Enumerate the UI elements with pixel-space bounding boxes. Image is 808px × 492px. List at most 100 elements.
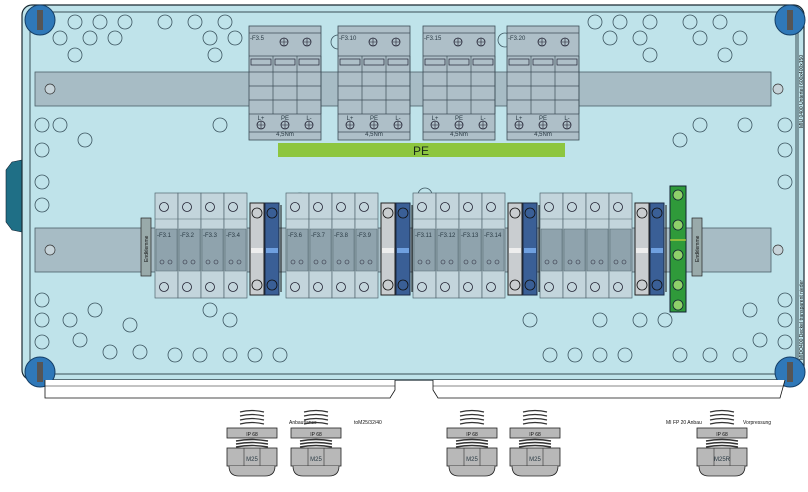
fuse-holder-body xyxy=(540,228,563,272)
mounting-hole xyxy=(742,302,758,318)
surge-protector-terminal-label: L+ xyxy=(347,116,354,122)
screw-terminal-icon xyxy=(440,282,450,292)
fuse-id: -F3.13 xyxy=(461,233,479,239)
mounting-hole xyxy=(642,47,658,63)
mounting-hole xyxy=(777,312,793,328)
screw-terminal-icon xyxy=(463,202,473,212)
screw-terminal-icon xyxy=(590,202,600,212)
screw-terminal-icon xyxy=(613,202,623,212)
rail-screw-icon xyxy=(44,244,56,256)
flange-label-left-a: Anbauflansc xyxy=(289,420,317,426)
flange-label-left-b: toM25/32/40 xyxy=(354,420,382,426)
mounting-hole xyxy=(632,30,648,46)
fuse-id: -F3.3 xyxy=(203,233,218,239)
fuse-holder-body xyxy=(586,228,609,272)
gland-rating: IP 68 xyxy=(310,432,322,438)
fuse-id: -F3.12 xyxy=(438,233,456,239)
mounting-hole xyxy=(227,30,243,46)
surge-protector-id: -F3.15 xyxy=(424,36,442,42)
mounting-hole xyxy=(752,332,768,348)
screw-terminal-icon xyxy=(336,202,346,212)
mounting-hole xyxy=(642,14,658,30)
pe-terminal-blocks xyxy=(669,185,687,313)
screw-terminal-icon xyxy=(486,282,496,292)
enclosure-inner-edge xyxy=(29,11,797,375)
rail-screw-icon xyxy=(772,83,784,95)
fuse-holder-body xyxy=(309,228,332,272)
mounting-hole xyxy=(692,30,708,46)
flange-label-right-b: Vorpressung xyxy=(743,420,771,426)
mounting-hole xyxy=(122,317,138,333)
screw-terminal-icon xyxy=(590,282,600,292)
pe-screw-icon xyxy=(672,279,684,291)
cable-gland: IP 68 M25 xyxy=(226,409,278,477)
surge-protector-torque: 4,5Nm xyxy=(276,132,294,138)
mounting-hole xyxy=(67,47,83,63)
gland-hex-nut xyxy=(509,427,561,439)
hinge xyxy=(5,159,23,233)
mounting-hole xyxy=(712,14,728,30)
side-label-bottom: MIDO400 Deckel transparent nieder xyxy=(799,280,805,360)
mounting-hole xyxy=(212,117,228,133)
fuse-holder-body xyxy=(482,228,505,272)
surge-protector-terminal-label: L- xyxy=(306,116,311,122)
fuse-id: -F3.4 xyxy=(226,233,241,239)
screw-terminal-icon xyxy=(205,282,215,292)
end-clamp-right-label: Endklemme xyxy=(695,235,701,262)
surge-protector-id: -F3.20 xyxy=(508,36,526,42)
mounting-hole xyxy=(52,30,68,46)
mounting-hole xyxy=(692,117,708,133)
fuse-id: -F3.14 xyxy=(484,233,502,239)
mounting-hole xyxy=(247,347,263,363)
gland-hex-nut xyxy=(696,427,748,439)
mounting-hole xyxy=(132,344,148,360)
mounting-hole xyxy=(67,14,83,30)
fuse-holder-body xyxy=(332,228,355,272)
gland-hex-nut xyxy=(226,427,278,439)
mounting-hole xyxy=(72,332,88,348)
mounting-hole xyxy=(34,334,50,350)
mounting-hole xyxy=(777,117,793,133)
flange-plate-right xyxy=(432,379,786,399)
surge-protector-terminal-label: L+ xyxy=(258,116,265,122)
gland-size: M25 xyxy=(246,457,258,463)
gland-rating: IP 68 xyxy=(716,432,728,438)
pe-screw-icon xyxy=(672,249,684,261)
screw-terminal-icon xyxy=(290,202,300,212)
mounting-hole xyxy=(542,347,558,363)
surge-protector-id: -F3.5 xyxy=(250,36,265,42)
gland-rating: IP 68 xyxy=(466,432,478,438)
mounting-hole xyxy=(777,334,793,350)
surge-protector-terminal-label: L+ xyxy=(432,116,439,122)
screw-terminal-icon xyxy=(228,202,238,212)
fuse-holder-body xyxy=(459,228,482,272)
screw-terminal-icon xyxy=(182,282,192,292)
side-label-top: MIU 0400 Unterteil 600x400x150 xyxy=(799,55,805,128)
gland-rating: IP 68 xyxy=(246,432,258,438)
fuse-terminal-group: -F3.6-F3.7-F3.8-F3.9 xyxy=(285,192,413,299)
mounting-hole xyxy=(682,14,698,30)
rail-screw-icon xyxy=(772,244,784,256)
mounting-hole xyxy=(102,344,118,360)
surge-protector-terminal-label: L+ xyxy=(516,116,523,122)
pe-screw-icon xyxy=(672,219,684,231)
mounting-hole xyxy=(592,312,608,328)
mounting-hole xyxy=(777,142,793,158)
screw-terminal-icon xyxy=(228,282,238,292)
screw-terminal-icon xyxy=(159,282,169,292)
gland-dome xyxy=(292,465,340,477)
screw-terminal-icon xyxy=(567,202,577,212)
mounting-hole xyxy=(87,302,103,318)
screw-terminal-icon xyxy=(486,202,496,212)
end-clamp-right xyxy=(691,217,703,277)
pe-screw-icon xyxy=(672,189,684,201)
mounting-hole xyxy=(522,312,538,328)
mounting-hole xyxy=(732,347,748,363)
screw-terminal-icon xyxy=(313,282,323,292)
gland-size: M25 xyxy=(310,457,322,463)
mounting-hole xyxy=(34,117,50,133)
